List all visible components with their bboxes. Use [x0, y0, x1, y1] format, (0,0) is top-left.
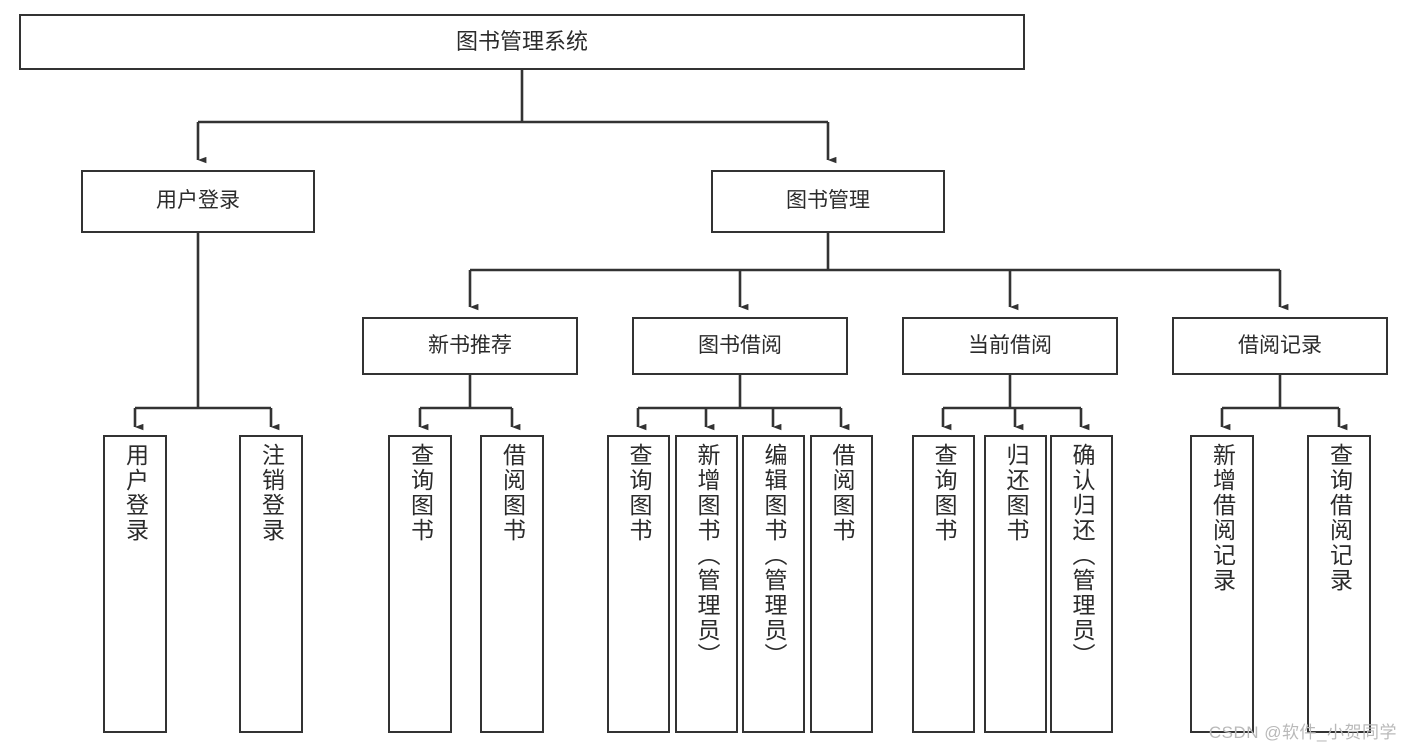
leaf-user-login[interactable]: 用户登录 [103, 435, 167, 733]
leaf-borrow-book-borrowing[interactable]: 借阅图书 [810, 435, 873, 733]
node-label: 用户登录 [156, 189, 240, 213]
node-label: 确认归还（管理员） [1069, 443, 1095, 668]
leaf-query-book-borrowing[interactable]: 查询图书 [607, 435, 670, 733]
node-root-book-management-system[interactable]: 图书管理系统 [19, 14, 1025, 70]
node-label: 新书推荐 [428, 333, 512, 357]
node-label: 查询图书 [407, 443, 434, 543]
csdn-watermark: CSDN @软件_小贺同学 [1208, 723, 1397, 742]
leaf-return-book[interactable]: 归还图书 [984, 435, 1047, 733]
leaf-add-book-admin[interactable]: 新增图书（管理员） [675, 435, 738, 733]
node-user-login[interactable]: 用户登录 [81, 170, 315, 233]
node-label: 用户登录 [122, 443, 149, 543]
node-label: 新增借阅记录 [1209, 443, 1236, 593]
leaf-borrow-book-recommendation[interactable]: 借阅图书 [480, 435, 544, 733]
node-label: 图书借阅 [698, 333, 782, 357]
node-label: 借阅记录 [1238, 333, 1322, 357]
node-label: 借阅图书 [829, 443, 855, 543]
node-label: 新增图书（管理员） [694, 443, 720, 668]
node-current-borrowing[interactable]: 当前借阅 [902, 317, 1118, 375]
node-book-borrowing[interactable]: 图书借阅 [632, 317, 848, 375]
node-new-book-recommendation[interactable]: 新书推荐 [362, 317, 578, 375]
leaf-confirm-return-admin[interactable]: 确认归还（管理员） [1050, 435, 1113, 733]
node-label: 编辑图书（管理员） [761, 443, 787, 668]
node-label: 借阅图书 [499, 443, 526, 543]
leaf-edit-book-admin[interactable]: 编辑图书（管理员） [742, 435, 805, 733]
leaf-query-borrowing-record[interactable]: 查询借阅记录 [1307, 435, 1371, 733]
node-borrowing-record[interactable]: 借阅记录 [1172, 317, 1388, 375]
node-book-management[interactable]: 图书管理 [711, 170, 945, 233]
leaf-logout[interactable]: 注销登录 [239, 435, 303, 733]
node-label: 归还图书 [1003, 443, 1029, 543]
leaf-query-book-recommendation[interactable]: 查询图书 [388, 435, 452, 733]
node-label: 查询图书 [626, 443, 652, 543]
node-label: 当前借阅 [968, 333, 1052, 357]
leaf-add-borrowing-record[interactable]: 新增借阅记录 [1190, 435, 1254, 733]
node-label: 图书管理 [786, 189, 870, 213]
node-label: 查询借阅记录 [1326, 443, 1353, 593]
leaf-query-book-current[interactable]: 查询图书 [912, 435, 975, 733]
node-label: 注销登录 [258, 443, 285, 543]
node-label: 图书管理系统 [455, 29, 588, 55]
node-label: 查询图书 [931, 443, 957, 543]
